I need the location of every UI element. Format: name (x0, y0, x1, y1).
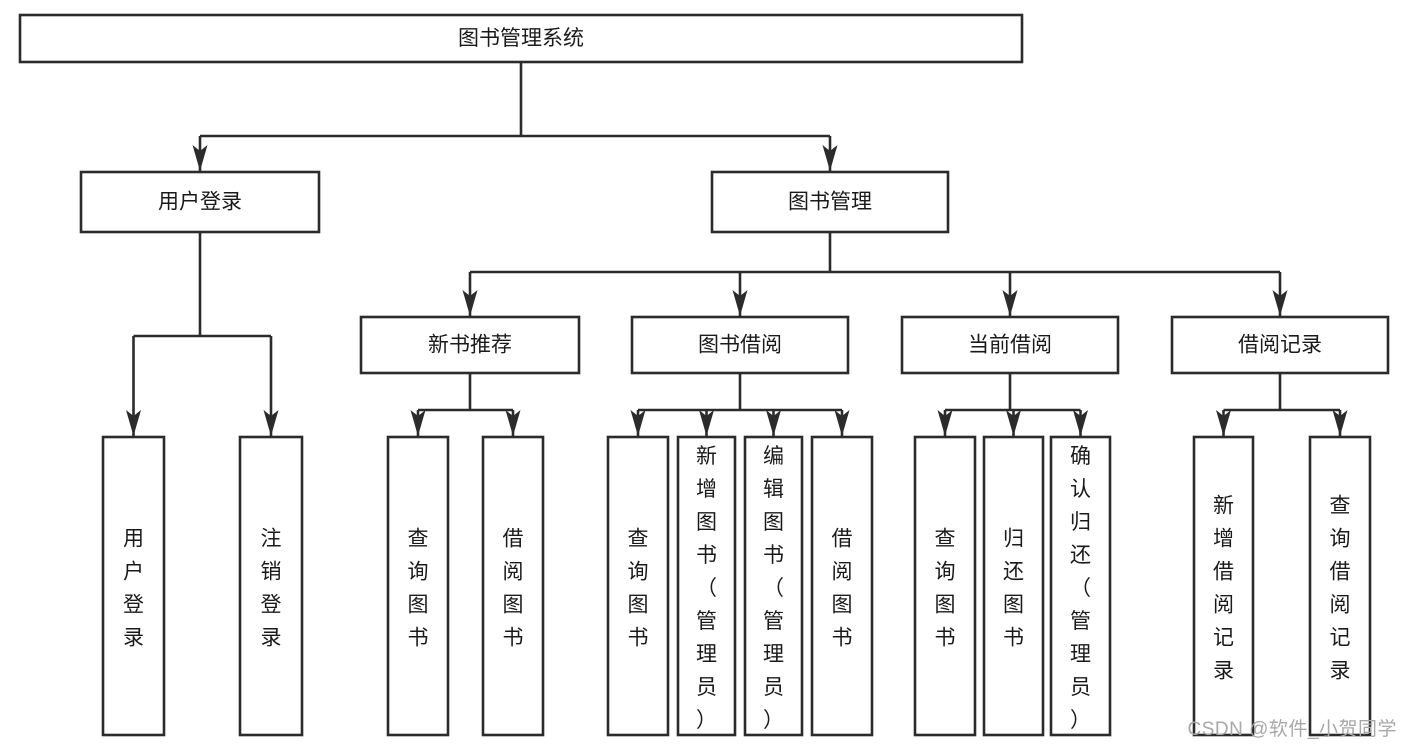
node-query-book-1[interactable]: 查询图书 (386, 435, 450, 737)
node-book-borrow[interactable]: 图书借阅 (630, 315, 850, 375)
arrow-head-icon (1073, 410, 1088, 436)
node-label-book-borrow: 图书借阅 (698, 334, 782, 357)
node-confirm-return-admin[interactable]: 确认归还（管理员） (1049, 435, 1112, 737)
node-return-book[interactable]: 归还图书 (982, 435, 1045, 737)
node-box-book-manage (710, 170, 950, 234)
arrow-head-icon (699, 410, 714, 436)
node-label-user-login: 用户登录 (158, 191, 242, 214)
node-user-login-do[interactable]: 用户登录 (101, 435, 166, 737)
node-box-root (18, 13, 1024, 64)
node-box-user-login (79, 170, 321, 234)
node-add-book-admin[interactable]: 新增图书（管理员） (676, 435, 737, 737)
node-box-query-book-3 (913, 435, 977, 737)
node-box-current-borrow (900, 315, 1120, 375)
node-label-query-book-1: 查询图书 (408, 528, 429, 650)
arrow-head-icon (766, 410, 781, 436)
node-box-book-borrow (630, 315, 850, 375)
node-label-return-book: 归还图书 (1003, 528, 1024, 650)
arrow-head-icon (937, 410, 953, 436)
node-box-new-book-recommend (359, 315, 581, 375)
node-new-book-recommend[interactable]: 新书推荐 (359, 315, 581, 375)
node-edit-book-admin[interactable]: 编辑图书（管理员） (743, 435, 804, 737)
node-label-root: 图书管理系统 (458, 27, 584, 50)
arrow-head-icon (410, 410, 426, 436)
node-box-user-logout (238, 435, 304, 737)
arrow-head-icon (1002, 290, 1018, 316)
node-add-borrow-record[interactable]: 新增借阅记录 (1192, 435, 1255, 737)
node-box-user-login-do (101, 435, 166, 737)
node-box-confirm-return-admin (1049, 435, 1112, 737)
node-query-borrow-record[interactable]: 查询借阅记录 (1308, 435, 1372, 737)
node-box-borrow-book-1 (481, 435, 545, 737)
arrow-head-icon (505, 410, 521, 436)
node-label-edit-book-admin: 编辑图书（管理员） (763, 445, 784, 732)
node-label-book-manage: 图书管理 (788, 191, 872, 214)
arrow-head-icon (834, 410, 850, 436)
node-label-query-book-2: 查询图书 (628, 528, 649, 650)
arrow-head-icon (732, 290, 748, 316)
node-borrow-book-1[interactable]: 借阅图书 (481, 435, 545, 737)
arrow-head-icon (1272, 290, 1288, 316)
node-label-query-borrow-record: 查询借阅记录 (1330, 495, 1351, 683)
node-root[interactable]: 图书管理系统 (18, 13, 1024, 64)
arrow-head-icon (126, 410, 141, 436)
node-label-confirm-return-admin: 确认归还（管理员） (1070, 445, 1091, 732)
node-borrow-book-2[interactable]: 借阅图书 (810, 435, 874, 737)
node-box-edit-book-admin (743, 435, 804, 737)
node-box-add-book-admin (676, 435, 737, 737)
node-box-query-book-2 (606, 435, 670, 737)
node-query-book-2[interactable]: 查询图书 (606, 435, 670, 737)
node-box-return-book (982, 435, 1045, 737)
arrow-head-icon (192, 145, 208, 171)
arrow-head-icon (630, 410, 646, 436)
node-label-add-book-admin: 新增图书（管理员） (696, 445, 717, 732)
arrow-head-icon (462, 290, 478, 316)
node-borrow-record[interactable]: 借阅记录 (1170, 315, 1390, 375)
arrow-head-icon (1332, 410, 1348, 436)
node-user-logout[interactable]: 注销登录 (238, 435, 304, 737)
node-box-query-borrow-record (1308, 435, 1372, 737)
node-label-new-book-recommend: 新书推荐 (428, 334, 512, 357)
node-label-user-logout: 注销登录 (261, 528, 282, 650)
node-current-borrow[interactable]: 当前借阅 (900, 315, 1120, 375)
node-label-query-book-3: 查询图书 (935, 528, 956, 650)
node-book-manage[interactable]: 图书管理 (710, 170, 950, 234)
node-box-add-borrow-record (1192, 435, 1255, 737)
node-label-borrow-book-2: 借阅图书 (832, 528, 853, 650)
arrow-head-icon (822, 145, 838, 171)
node-label-borrow-record: 借阅记录 (1238, 334, 1322, 357)
node-label-user-login-do: 用户登录 (123, 528, 144, 650)
node-box-borrow-book-2 (810, 435, 874, 737)
arrow-head-icon (1216, 410, 1231, 436)
node-user-login[interactable]: 用户登录 (79, 170, 321, 234)
node-query-book-3[interactable]: 查询图书 (913, 435, 977, 737)
node-label-borrow-book-1: 借阅图书 (503, 528, 524, 650)
arrow-head-icon (1006, 410, 1021, 436)
node-label-add-borrow-record: 新增借阅记录 (1213, 495, 1234, 683)
arrow-head-icon (263, 410, 279, 436)
node-label-current-borrow: 当前借阅 (968, 334, 1052, 357)
node-box-query-book-1 (386, 435, 450, 737)
